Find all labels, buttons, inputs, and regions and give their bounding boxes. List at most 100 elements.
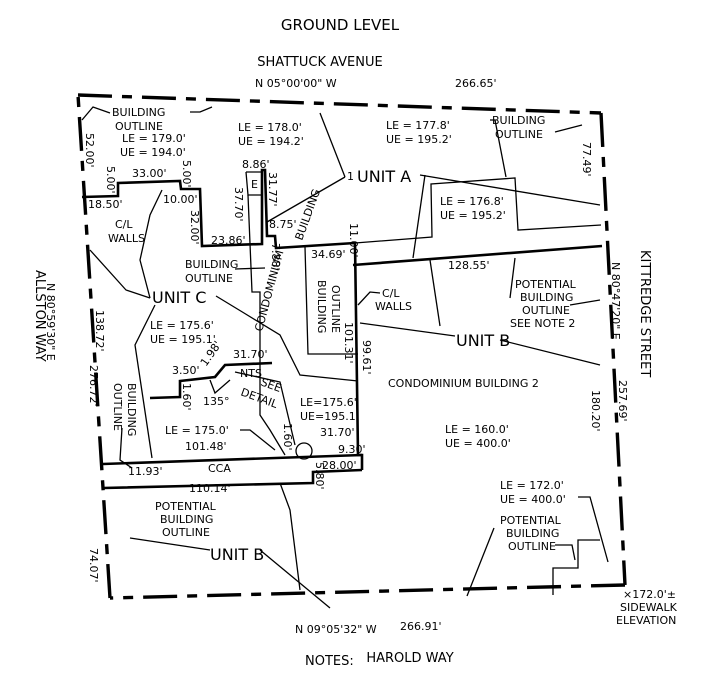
north-distance: 266.65' — [455, 77, 497, 90]
dimension: 34.69' — [311, 248, 346, 261]
dimension: 110.14' — [189, 482, 231, 495]
dimension: 31.77' — [266, 172, 279, 207]
dimension: 33.00' — [132, 167, 167, 180]
dimension: 5.80' — [313, 462, 326, 490]
dimension: 8.86' — [242, 158, 270, 171]
potential-building-outline — [552, 539, 600, 595]
label-outline: OUTLINE — [115, 120, 163, 133]
street-east: KITTREDGE STREET — [637, 250, 652, 377]
west-bearing: N 80°59'30" E — [44, 283, 57, 361]
unit-a-outline — [352, 177, 603, 267]
dimension: 1.60' — [180, 383, 193, 411]
dimension: 11.93' — [128, 465, 163, 478]
dimension: 31.70' — [233, 348, 268, 361]
unit-a-label: UNIT A — [357, 167, 411, 186]
street-north: SHATTUCK AVENUE — [257, 55, 382, 70]
dimension: 257.69' — [616, 380, 629, 422]
label-outline: OUTLINE — [162, 526, 210, 539]
label-cca: CCA — [208, 462, 231, 475]
dimension: 52.00' — [83, 133, 96, 168]
dimension: 1.60' — [281, 423, 294, 451]
label-building: BUILDING — [160, 513, 213, 526]
label-building-vertical: BUILDING — [315, 280, 328, 333]
elevation-le: LE = 176.8' — [440, 195, 504, 208]
label-outline: OUTLINE — [185, 272, 233, 285]
label-sidewalk: SIDEWALK — [620, 601, 678, 614]
dimension: 99.61' — [360, 340, 373, 375]
dimension: 28.00' — [322, 459, 357, 472]
elevation-ue: UE = 194.0' — [120, 146, 186, 159]
elevation-le: LE = 177.8' — [386, 119, 450, 132]
unit-c-label: UNIT C — [152, 288, 206, 307]
label-nts: NTS — [240, 367, 262, 380]
label-cl: C/L — [115, 218, 133, 231]
label-building-vertical: BUILDING — [293, 187, 323, 242]
label-building: BUILDING — [112, 106, 165, 119]
label-outline: OUTLINE — [495, 128, 543, 141]
elevation-le: LE=175.6' — [300, 396, 357, 409]
dimension: 18.50' — [88, 198, 123, 211]
south-distance: 266.91' — [400, 620, 442, 633]
label-building: BUILDING — [506, 527, 559, 540]
label-walls: WALLS — [108, 232, 145, 245]
dimension: 5.00' — [104, 166, 117, 194]
elevation-ue: UE = 194.2' — [238, 135, 304, 148]
label-potential: POTENTIAL — [500, 514, 562, 527]
elevation-ue: UE=195.1' — [300, 410, 359, 423]
dimension: 8.75' — [269, 218, 297, 231]
elevation-le: LE = 175.0' — [165, 424, 229, 437]
label-building: BUILDING — [520, 291, 573, 304]
dimension: 31.70' — [320, 426, 355, 439]
elevation-ue: UE = 195.1' — [150, 333, 216, 346]
dimension: 101.31' — [342, 322, 355, 364]
label-see-note: SEE NOTE 2 — [510, 317, 575, 330]
label-condo-building-2: CONDOMINIUM BUILDING 2 — [388, 377, 539, 390]
elevation-le: LE = 160.0' — [445, 423, 509, 436]
dimension: 5.00' — [180, 160, 193, 188]
dimension: 77.49' — [580, 142, 593, 177]
sidewalk-elevation-value: ×172.0'± — [623, 588, 676, 601]
dimension: 138.72' — [93, 310, 106, 352]
unit-b-label: UNIT B — [456, 331, 510, 350]
notes-heading: NOTES: — [305, 654, 354, 669]
dimension: 101.48' — [185, 440, 227, 453]
dimension: 276.72' — [87, 365, 100, 407]
label-elevation: ELEVATION — [616, 614, 676, 627]
condominium-building-1 — [81, 168, 364, 490]
street-south: HAROLD WAY — [366, 651, 453, 666]
label-outline-vertical: OUTLINE — [329, 285, 342, 333]
plan-title: GROUND LEVEL — [281, 16, 400, 34]
label-cl: C/L — [382, 287, 400, 300]
dimension: 10.00' — [163, 193, 198, 206]
label-building: BUILDING — [492, 114, 545, 127]
elevation-le: LE = 178.0' — [238, 121, 302, 134]
south-bearing: N 09°05'32" W — [295, 623, 377, 636]
leader-lines — [81, 106, 609, 609]
dimension: 9.30' — [338, 443, 366, 456]
elevation-le: LE = 172.0' — [500, 479, 564, 492]
dimension: 128.55' — [448, 259, 490, 272]
dimension-labels: 52.00' 5.00' 33.00' 5.00' 18.50' 10.00' … — [83, 133, 629, 583]
dimension: 135° — [203, 395, 230, 408]
dimension: 23.86' — [211, 234, 246, 247]
label-outline-vertical: OUTLINE — [111, 383, 124, 431]
label-potential: POTENTIAL — [155, 500, 217, 513]
dimension: 32.00' — [188, 210, 201, 245]
elevation-ue: UE = 195.2' — [386, 133, 452, 146]
dimension: 180.20' — [589, 390, 602, 432]
label-one: 1 — [347, 170, 354, 183]
elevation-ue: UE = 400.0' — [445, 437, 511, 450]
label-outline: OUTLINE — [522, 304, 570, 317]
dimension: 37.70' — [232, 187, 245, 222]
label-building-vertical: BUILDING — [125, 383, 138, 436]
unit-b-label-south: UNIT B — [210, 545, 264, 564]
elevation-ue: UE = 195.2' — [440, 209, 506, 222]
east-bearing: N 80°47'20" E — [609, 262, 622, 340]
label-e: E — [251, 178, 258, 191]
label-walls: WALLS — [375, 300, 412, 313]
dimension: 3.50' — [172, 364, 200, 377]
elevation-ue: UE = 400.0' — [500, 493, 566, 506]
dimension: 74.07' — [87, 548, 100, 583]
label-outline: OUTLINE — [508, 540, 556, 553]
